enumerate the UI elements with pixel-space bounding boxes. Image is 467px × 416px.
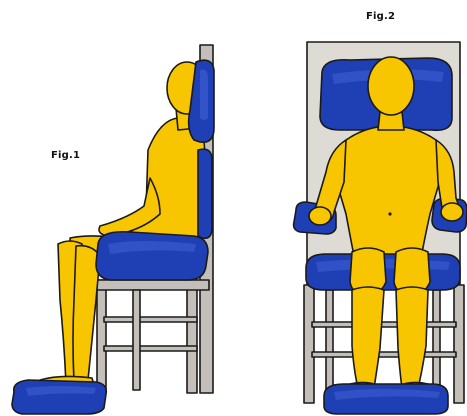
fig2-stretcher-low: [312, 352, 456, 357]
fig1-foot-cushion: [12, 380, 106, 414]
fig2-left-shin: [352, 287, 384, 388]
fig1-side-view: [12, 45, 214, 414]
fig1-head-pillow-sheen: [200, 70, 208, 120]
fig1-seat-cushion: [96, 232, 208, 280]
fig2-right-leg: [454, 285, 464, 403]
fig2-navel: [388, 212, 391, 215]
fig1-lumbar-cushion: [198, 149, 212, 238]
fig2-head: [368, 57, 414, 115]
fig2-left-hand: [309, 207, 331, 225]
fig1-label: Fig.1: [51, 150, 80, 161]
fig2-right-shin: [396, 287, 428, 388]
fig1-back-leg: [187, 280, 197, 393]
fig1-middle-leg: [133, 290, 140, 390]
fig2-inner-leg-left: [326, 290, 333, 398]
fig2-stretcher-high: [312, 322, 456, 327]
fig1-stretcher-high: [104, 317, 197, 322]
fig2-left-leg: [304, 285, 314, 403]
fig2-right-hand: [441, 203, 463, 221]
fig1-seat-rail: [97, 280, 209, 290]
fig2-front-view: [294, 42, 467, 414]
fig1-stretcher-low: [104, 346, 197, 351]
fig2-inner-leg-right: [433, 290, 440, 398]
fig2-label: Fig.2: [366, 11, 395, 22]
fig1-front-leg: [97, 280, 106, 393]
